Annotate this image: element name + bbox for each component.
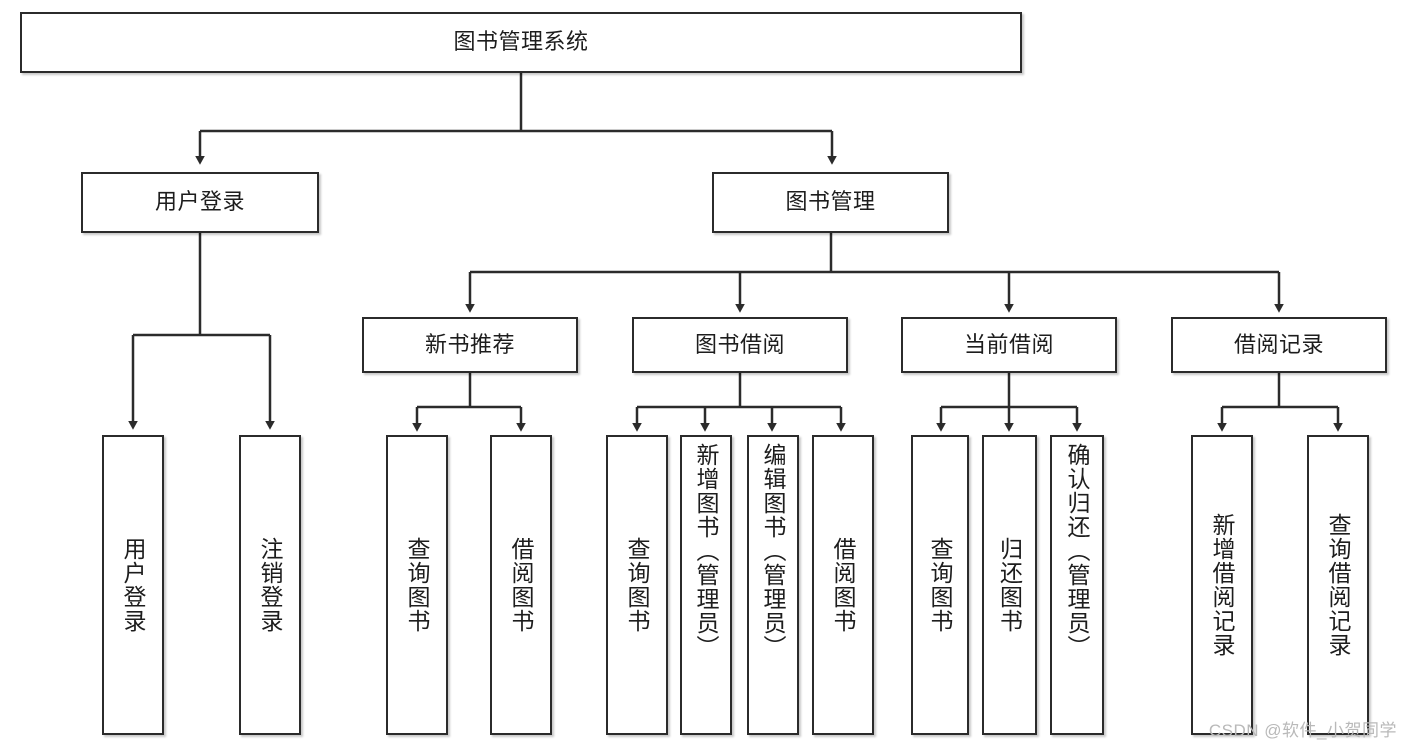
leaf-borrow-book-2[interactable]: 借阅图书 xyxy=(812,435,874,735)
node-label: 借阅图书 xyxy=(508,537,535,633)
node-label: 图书管理 xyxy=(785,189,876,215)
leaf-borrow-book-1[interactable]: 借阅图书 xyxy=(490,435,552,735)
node-book-borrow[interactable]: 图书借阅 xyxy=(632,317,848,373)
edge-root-to-level2 xyxy=(195,73,837,165)
node-current-borrow[interactable]: 当前借阅 xyxy=(901,317,1117,373)
node-label: 编辑图书（管理员） xyxy=(760,443,787,659)
leaf-query-book-1[interactable]: 查询图书 xyxy=(386,435,448,735)
leaf-user-login[interactable]: 用户登录 xyxy=(102,435,164,735)
node-label: 查询图书 xyxy=(404,537,431,633)
leaf-edit-book[interactable]: 编辑图书（管理员） xyxy=(747,435,799,735)
node-label: 用户登录 xyxy=(120,537,147,633)
edge-user-login-to-leaves xyxy=(128,233,275,430)
edge-borrow-record-to-leaves xyxy=(1217,373,1343,432)
node-label: 用户登录 xyxy=(154,189,245,215)
node-label: 图书借阅 xyxy=(694,331,785,357)
edge-new-book-rec-to-leaves xyxy=(412,373,526,432)
node-label: 查询借阅记录 xyxy=(1325,513,1352,657)
edge-book-borrow-to-leaves xyxy=(632,373,846,432)
node-book-manage[interactable]: 图书管理 xyxy=(712,172,949,233)
node-label: 查询图书 xyxy=(927,537,954,633)
node-new-book-recommend[interactable]: 新书推荐 xyxy=(362,317,578,373)
leaf-query-book-2[interactable]: 查询图书 xyxy=(606,435,668,735)
node-label: 当前借阅 xyxy=(963,331,1054,357)
node-label: 新书推荐 xyxy=(424,331,515,357)
leaf-query-book-3[interactable]: 查询图书 xyxy=(911,435,969,735)
node-label: 确认归还（管理员） xyxy=(1064,443,1091,659)
leaf-add-book[interactable]: 新增图书（管理员） xyxy=(680,435,732,735)
node-label: 归还图书 xyxy=(996,537,1023,633)
node-user-login[interactable]: 用户登录 xyxy=(81,172,319,233)
leaf-query-record[interactable]: 查询借阅记录 xyxy=(1307,435,1369,735)
node-label: 注销登录 xyxy=(257,537,284,633)
node-label: 查询图书 xyxy=(624,537,651,633)
node-label: 图书管理系统 xyxy=(453,29,589,55)
leaf-return-book[interactable]: 归还图书 xyxy=(982,435,1037,735)
node-borrow-record[interactable]: 借阅记录 xyxy=(1171,317,1387,373)
node-label: 借阅图书 xyxy=(830,537,857,633)
node-label: 新增借阅记录 xyxy=(1209,513,1236,657)
leaf-add-record[interactable]: 新增借阅记录 xyxy=(1191,435,1253,735)
edge-book-manage-to-level3 xyxy=(465,233,1284,313)
node-root-system[interactable]: 图书管理系统 xyxy=(20,12,1022,73)
leaf-confirm-return[interactable]: 确认归还（管理员） xyxy=(1050,435,1104,735)
node-label: 新增图书（管理员） xyxy=(693,443,720,659)
node-label: 借阅记录 xyxy=(1233,331,1324,357)
leaf-logout[interactable]: 注销登录 xyxy=(239,435,301,735)
edge-current-borrow-to-leaves xyxy=(936,373,1082,432)
